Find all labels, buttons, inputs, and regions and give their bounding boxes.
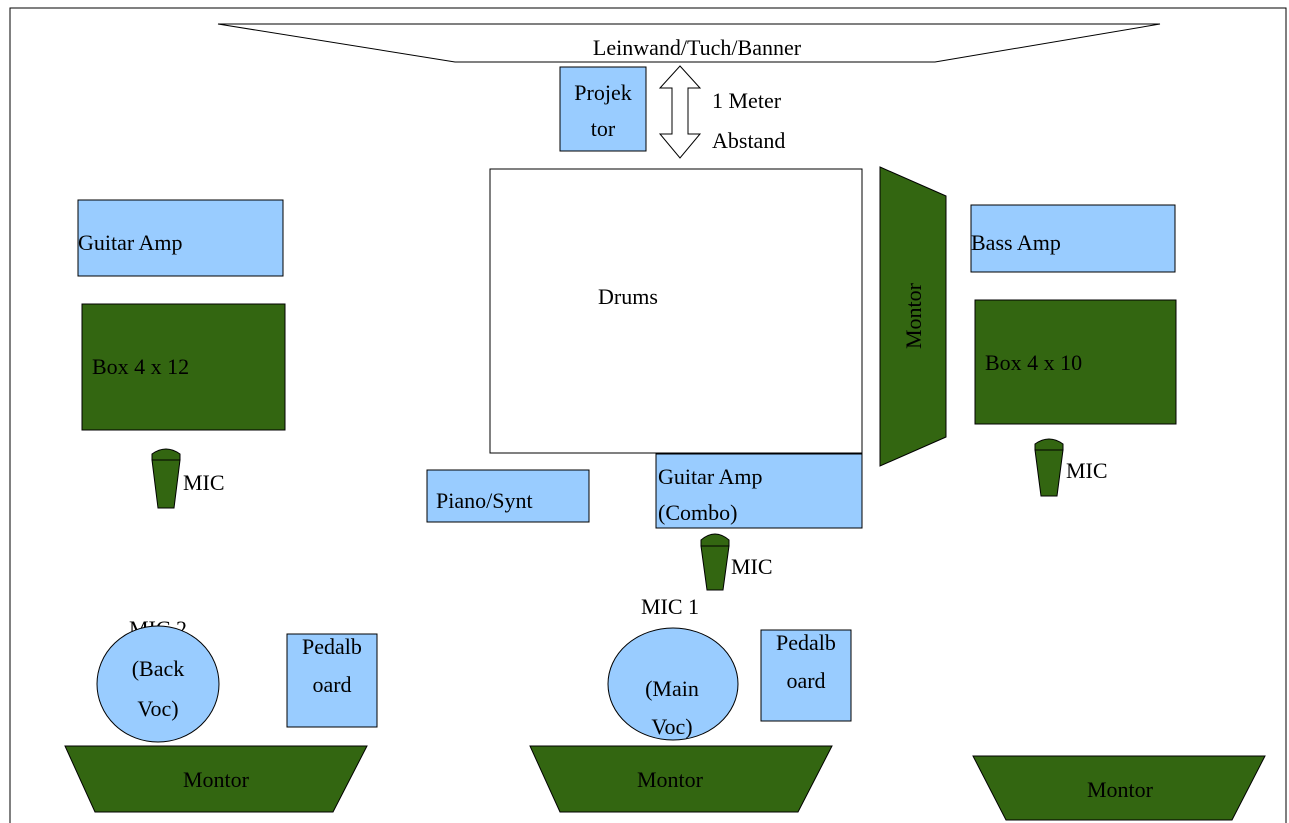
- guitar-amp-left-label: Guitar Amp: [78, 230, 183, 255]
- drums-area: [489, 168, 863, 454]
- mic-center-label: MIC: [731, 554, 773, 579]
- guitar-rig-left: Guitar Amp Box 4 x 12 MIC: [77, 199, 286, 509]
- monitor-right-wedge: [972, 755, 1266, 821]
- combo-amp-label-line1: Guitar Amp: [658, 464, 763, 489]
- side-monitor-wedge: [879, 166, 947, 467]
- side-monitor-label: Montor: [901, 282, 926, 349]
- double-arrow-icon: [658, 65, 702, 159]
- mic-right-label: MIC: [1066, 458, 1108, 483]
- monitor-right: Montor: [972, 755, 1266, 821]
- monitor-center: Montor: [529, 745, 833, 813]
- monitor-left-wedge: [64, 745, 368, 813]
- mic1-label-line2: Voc): [651, 714, 692, 739]
- combo-amp-box: [655, 453, 863, 529]
- drums-label: Drums: [598, 284, 658, 309]
- projector-label-line2: tor: [591, 116, 616, 141]
- banner-trapezoid: [217, 23, 1161, 63]
- mic1-main-vocal: MIC 1 (Main Voc): [607, 594, 739, 741]
- pedalboard-center: Pedalb oard: [760, 629, 852, 722]
- box-4x10-label: Box 4 x 10: [985, 350, 1082, 375]
- mic2-label-line1: (Back: [132, 656, 185, 681]
- mic1-circle: [607, 627, 739, 741]
- projector-label-line1: Projek: [574, 80, 631, 105]
- mic1-title: MIC 1: [641, 594, 699, 619]
- bass-amp-label: Bass Amp: [971, 230, 1061, 255]
- bass-amp-box: [970, 204, 1176, 273]
- drums: Drums: [489, 168, 863, 454]
- mic-right-icon: [1034, 438, 1064, 497]
- monitor-center-wedge: [529, 745, 833, 813]
- mic-left-icon: [151, 448, 181, 509]
- pedalboard-center-label-line1: Pedalb: [776, 630, 836, 655]
- stage-border: [9, 7, 1287, 823]
- mic2-label-line2: Voc): [137, 696, 178, 721]
- piano-label: Piano/Synt: [436, 488, 533, 513]
- pedalboard-center-label-line2: oard: [786, 668, 825, 693]
- pedalboard-left-label-line1: Pedalb: [302, 634, 362, 659]
- distance-label-line2: Abstand: [712, 128, 785, 153]
- combo-amp: Guitar Amp (Combo): [655, 453, 863, 529]
- projector: Projek tor: [559, 66, 647, 152]
- pedalboard-left-box: [286, 633, 378, 728]
- piano-box: [426, 469, 590, 523]
- monitor-left: Montor: [64, 745, 368, 813]
- monitor-left-label: Montor: [183, 767, 250, 792]
- piano: Piano/Synt: [426, 469, 590, 523]
- mic2-circle: [96, 625, 220, 743]
- projector-box: [559, 66, 647, 152]
- mic-center: MIC: [700, 533, 773, 591]
- guitar-amp-left-box: [77, 199, 284, 277]
- combo-amp-label-line2: (Combo): [658, 500, 737, 525]
- monitor-center-label: Montor: [637, 767, 704, 792]
- pedalboard-left-label-line2: oard: [312, 672, 351, 697]
- box-4x10: [974, 299, 1177, 425]
- banner-shape: Leinwand/Tuch/Banner: [217, 23, 1161, 63]
- monitor-right-label: Montor: [1087, 777, 1154, 802]
- mic-left-label: MIC: [183, 470, 225, 495]
- side-monitor: Montor: [879, 166, 947, 467]
- box-4x12-label: Box 4 x 12: [92, 354, 189, 379]
- distance-arrow: 1 Meter Abstand: [658, 65, 785, 159]
- pedalboard-left: Pedalb oard: [286, 633, 378, 728]
- mic1-label-line1: (Main: [645, 676, 699, 701]
- box-4x12: [81, 303, 286, 431]
- mic-center-icon: [700, 533, 730, 591]
- bass-rig-right: Bass Amp Box 4 x 10 MIC: [970, 204, 1177, 497]
- distance-label-line1: 1 Meter: [712, 88, 782, 113]
- mic2-back-vocal: MIC 2 (Back Voc): [96, 616, 220, 743]
- pedalboard-center-box: [760, 629, 852, 722]
- banner-label: Leinwand/Tuch/Banner: [593, 35, 802, 60]
